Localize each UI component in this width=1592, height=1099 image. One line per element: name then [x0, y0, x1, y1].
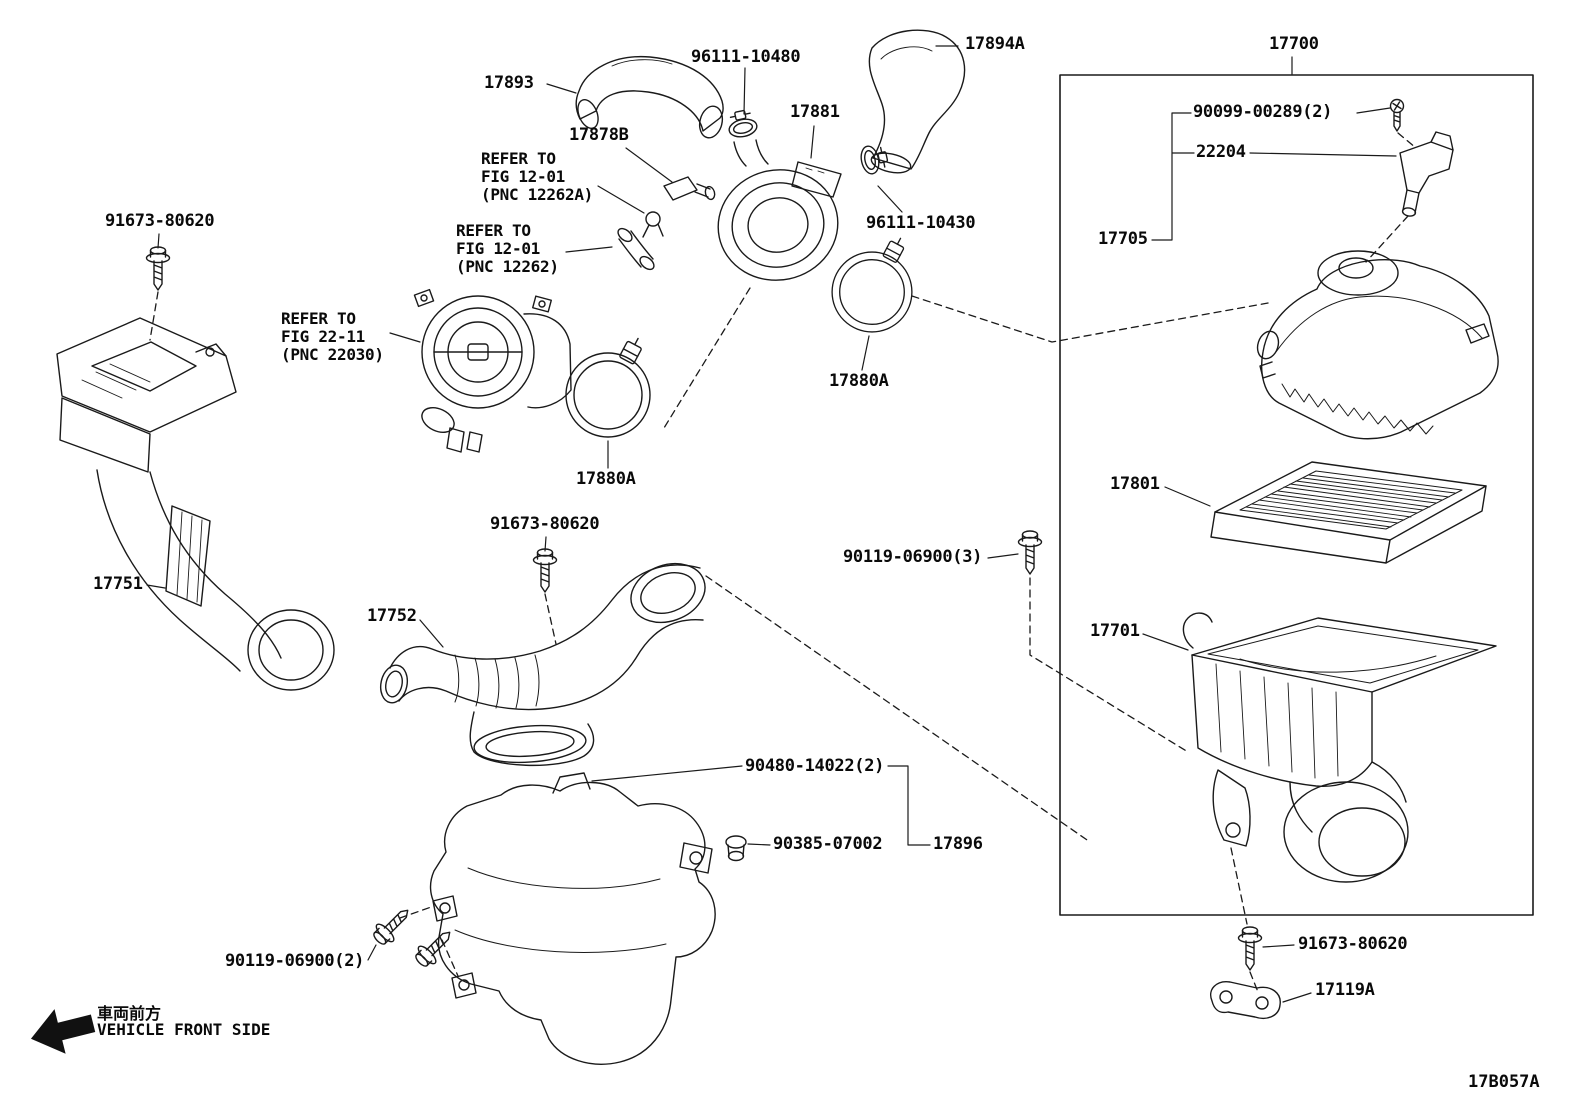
air-cleaner-case-17701-drawing	[1182, 612, 1497, 883]
bolt-91673-80620-b-drawing	[532, 548, 558, 593]
air-cleaner-cap-17705-drawing	[1256, 250, 1499, 440]
clip-pnc-12262a-drawing	[642, 211, 664, 238]
air-filter-17801-drawing	[1210, 461, 1487, 564]
vehicle-front-arrow	[30, 1009, 96, 1054]
screw-90099-00289-drawing	[1389, 98, 1405, 132]
sensor-17878B-drawing	[663, 176, 716, 201]
bolt-91673-80620-c-drawing	[1237, 926, 1263, 971]
grommet-90385-07002-drawing	[725, 835, 747, 862]
maf-sensor-22204-drawing	[1399, 131, 1454, 217]
hose-clamp-17880A-right-drawing	[831, 234, 913, 333]
air-duct-17751-drawing	[56, 317, 335, 691]
bolt-91673-80620-a-drawing	[145, 246, 171, 291]
air-hose-17893-drawing	[575, 55, 769, 167]
air-hose-17752-drawing	[379, 562, 706, 767]
resonator-17896-drawing	[429, 772, 716, 1065]
vehicle-front-label-en: VEHICLE FRONT SIDE	[97, 1020, 271, 1039]
vehicle-front-label-jp: 車両前方	[97, 1004, 162, 1023]
maf-hose-17881-drawing	[717, 161, 842, 281]
hose-clamp-96111-10480-drawing	[725, 107, 760, 140]
air-inlet-17894A-drawing	[868, 29, 966, 174]
assembly-dashed-lines	[149, 132, 1417, 993]
throttle-body-drawing	[413, 288, 572, 453]
bracket-17119A-drawing	[1210, 981, 1281, 1020]
bolt-90119-06900-3-drawing	[1017, 530, 1043, 575]
assembly-box-17700	[1059, 74, 1534, 916]
hose-pnc-12262-drawing	[617, 227, 655, 271]
hose-clamp-17880A-left-drawing	[565, 334, 651, 438]
figure-code: 17B057A	[1468, 1072, 1540, 1092]
leader-lines	[146, 45, 1397, 1003]
